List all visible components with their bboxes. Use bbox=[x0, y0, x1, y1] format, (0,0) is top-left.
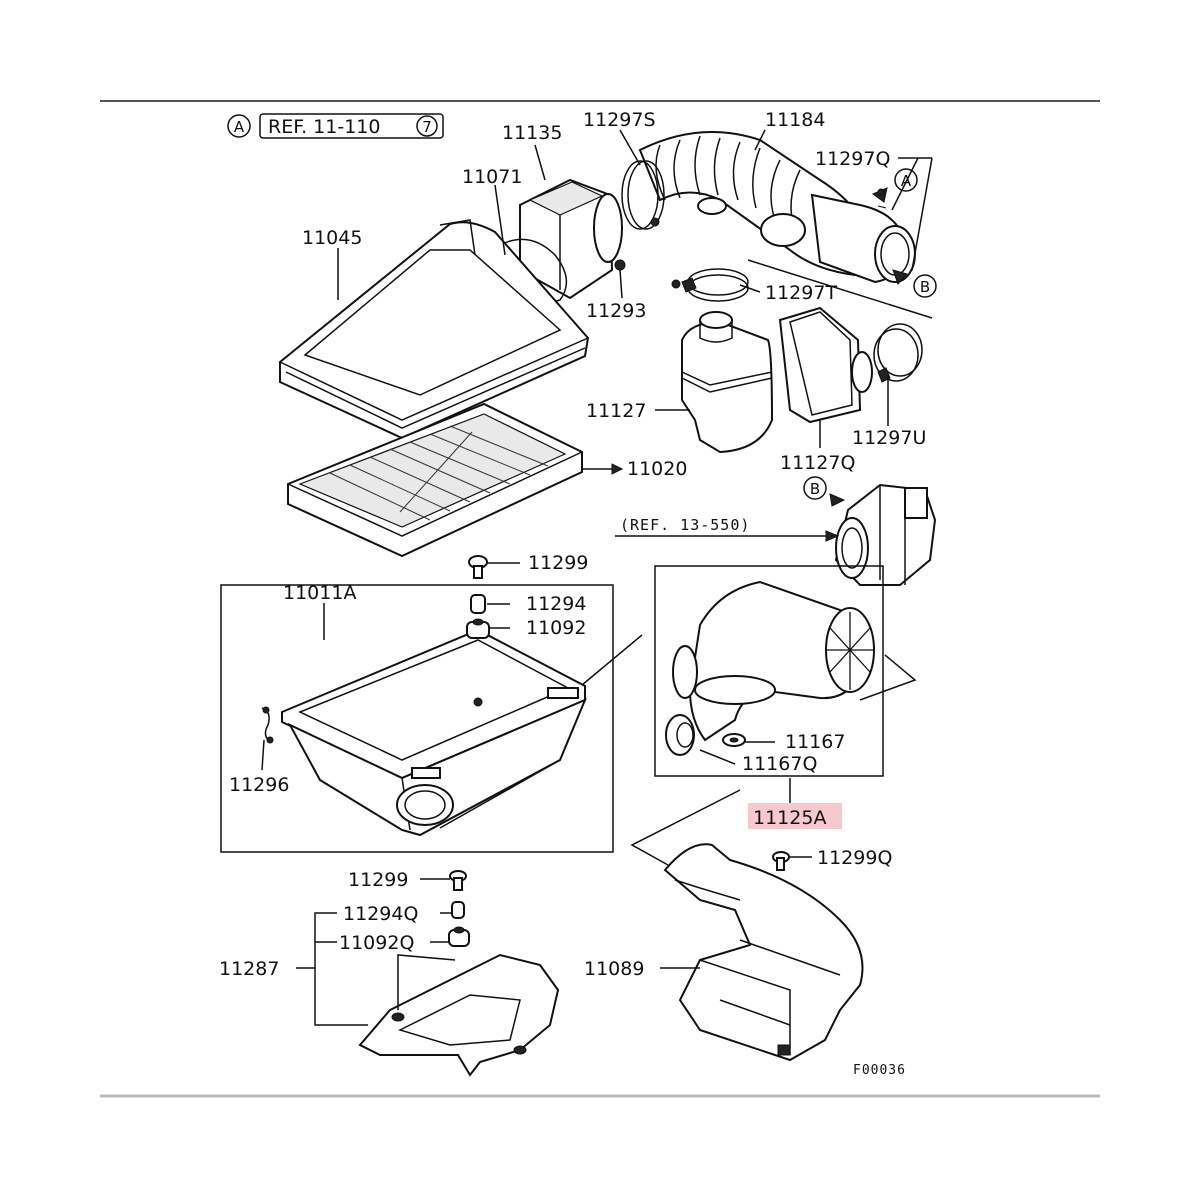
label-11287: 11287 bbox=[219, 958, 279, 980]
label-11294q: 11294Q bbox=[343, 903, 418, 925]
clip-11296 bbox=[261, 706, 274, 744]
air-cleaner-case-11011a bbox=[281, 628, 587, 837]
label-11092: 11092 bbox=[526, 617, 586, 639]
label-11127q: 11127Q bbox=[780, 452, 855, 474]
throttle-body bbox=[834, 483, 937, 586]
leader-lines bbox=[261, 129, 933, 1026]
label-11293: 11293 bbox=[586, 300, 646, 322]
ref-a-callout: A REF. 11-110 7 bbox=[227, 113, 444, 139]
label-11092q: 11092Q bbox=[339, 932, 414, 954]
highlight-11125a bbox=[748, 803, 842, 829]
grommet-11167 bbox=[722, 733, 746, 747]
case-group-box bbox=[220, 584, 614, 853]
bushing-11294q bbox=[451, 901, 465, 919]
bolt-11299-bottom bbox=[449, 870, 467, 891]
label-11299-top: 11299 bbox=[528, 552, 588, 574]
label-11071: 11071 bbox=[462, 166, 522, 188]
air-intake-hose-11125a bbox=[672, 580, 875, 742]
label-11011a: 11011A bbox=[283, 582, 356, 604]
grommet-11092q bbox=[448, 926, 470, 947]
intake-hose-11184 bbox=[638, 131, 874, 277]
group-connector-lines bbox=[439, 259, 933, 866]
bolt-11299q bbox=[772, 851, 790, 871]
label-11045: 11045 bbox=[302, 227, 362, 249]
label-11184: 11184 bbox=[765, 109, 825, 131]
bolt-11299-top bbox=[468, 555, 488, 579]
marker-a-callout: A bbox=[894, 168, 918, 192]
label-11135: 11135 bbox=[502, 122, 562, 144]
label-11020: 11020 bbox=[627, 458, 687, 480]
ref-b-text: (REF. 13-550) bbox=[620, 516, 750, 534]
ref-a-text: REF. 11-110 bbox=[268, 116, 380, 138]
packing-11167q bbox=[665, 714, 695, 756]
hose-group-box bbox=[654, 565, 884, 777]
label-11297q-top: 11297Q bbox=[815, 148, 890, 170]
label-11294: 11294 bbox=[526, 593, 586, 615]
marker-b-top-callout: B bbox=[913, 274, 937, 298]
air-flow-sensor-11135 bbox=[519, 178, 626, 300]
air-duct-11089 bbox=[663, 843, 864, 1062]
ref-a-marker: A bbox=[234, 118, 245, 136]
air-cleaner-cover-11045 bbox=[279, 219, 590, 440]
label-11297u: 11297U bbox=[852, 427, 926, 449]
resonator-11127q bbox=[778, 306, 873, 424]
label-11299-bottom: 11299 bbox=[348, 869, 408, 891]
hose-clamp-11297u bbox=[873, 323, 923, 383]
hose-clamp-11297s bbox=[621, 160, 665, 230]
figure-code: F00036 bbox=[853, 1063, 906, 1078]
label-11125a: 11125A bbox=[753, 807, 826, 829]
label-11167: 11167 bbox=[785, 731, 845, 753]
label-11297t: 11297T bbox=[765, 282, 837, 304]
filter-element-11020 bbox=[287, 402, 583, 558]
bushing-11294 bbox=[470, 594, 486, 614]
outlet-duct bbox=[810, 193, 916, 284]
grommet-11092 bbox=[466, 618, 490, 639]
bracket-11287 bbox=[358, 953, 560, 1077]
resonator-11127 bbox=[681, 311, 774, 454]
label-11167q: 11167Q bbox=[742, 753, 817, 775]
marker-b-top: B bbox=[920, 278, 930, 296]
label-11299q: 11299Q bbox=[817, 847, 892, 869]
marker-b-mid: B bbox=[810, 480, 820, 498]
label-11089: 11089 bbox=[584, 958, 644, 980]
ref-a-number: 7 bbox=[422, 118, 432, 136]
part-labels: 11135 11297S 11184 11297Q 11071 11045 11… bbox=[219, 109, 926, 1078]
label-11297s: 11297S bbox=[583, 109, 656, 131]
label-11127: 11127 bbox=[586, 400, 646, 422]
top-arrow-icons bbox=[871, 187, 908, 285]
hose-clamp-11297t bbox=[671, 268, 749, 302]
marker-b-mid-callout: B bbox=[803, 476, 846, 507]
label-11296: 11296 bbox=[229, 774, 289, 796]
